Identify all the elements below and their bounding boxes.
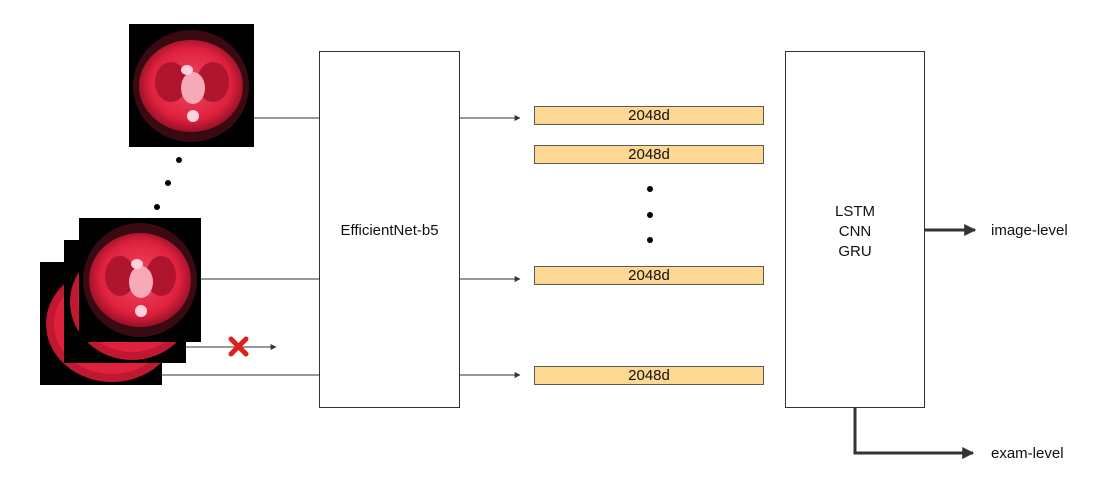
feature-vector-1: 2048d xyxy=(534,106,764,125)
ellipsis-dot xyxy=(647,212,653,218)
image-level-output-label: image-level xyxy=(991,222,1068,239)
feature-vector-4: 2048d xyxy=(534,366,764,385)
ellipsis-dot xyxy=(176,157,182,163)
encoder-label: EfficientNet-b5 xyxy=(340,222,439,239)
ellipsis-dot xyxy=(647,237,653,243)
exam-level-output-label: exam-level xyxy=(991,445,1064,462)
encoder-box xyxy=(319,51,460,408)
sequence-model-label-lstm: LSTM xyxy=(834,203,875,220)
ct-scan-image-top xyxy=(129,24,254,147)
ellipsis-dot xyxy=(647,186,653,192)
ellipsis-dot xyxy=(165,180,171,186)
arrow-exam-level xyxy=(853,408,975,459)
ct-scan-image-front xyxy=(79,218,201,342)
feature-vector-3: 2048d xyxy=(534,266,764,285)
sequence-model-label-gru: GRU xyxy=(838,243,872,260)
ellipsis-dot xyxy=(154,204,160,210)
feature-vector-2: 2048d xyxy=(534,145,764,164)
sequence-model-label-cnn: CNN xyxy=(838,223,872,240)
red-x-icon xyxy=(228,336,249,357)
sequence-model-box xyxy=(785,51,925,408)
